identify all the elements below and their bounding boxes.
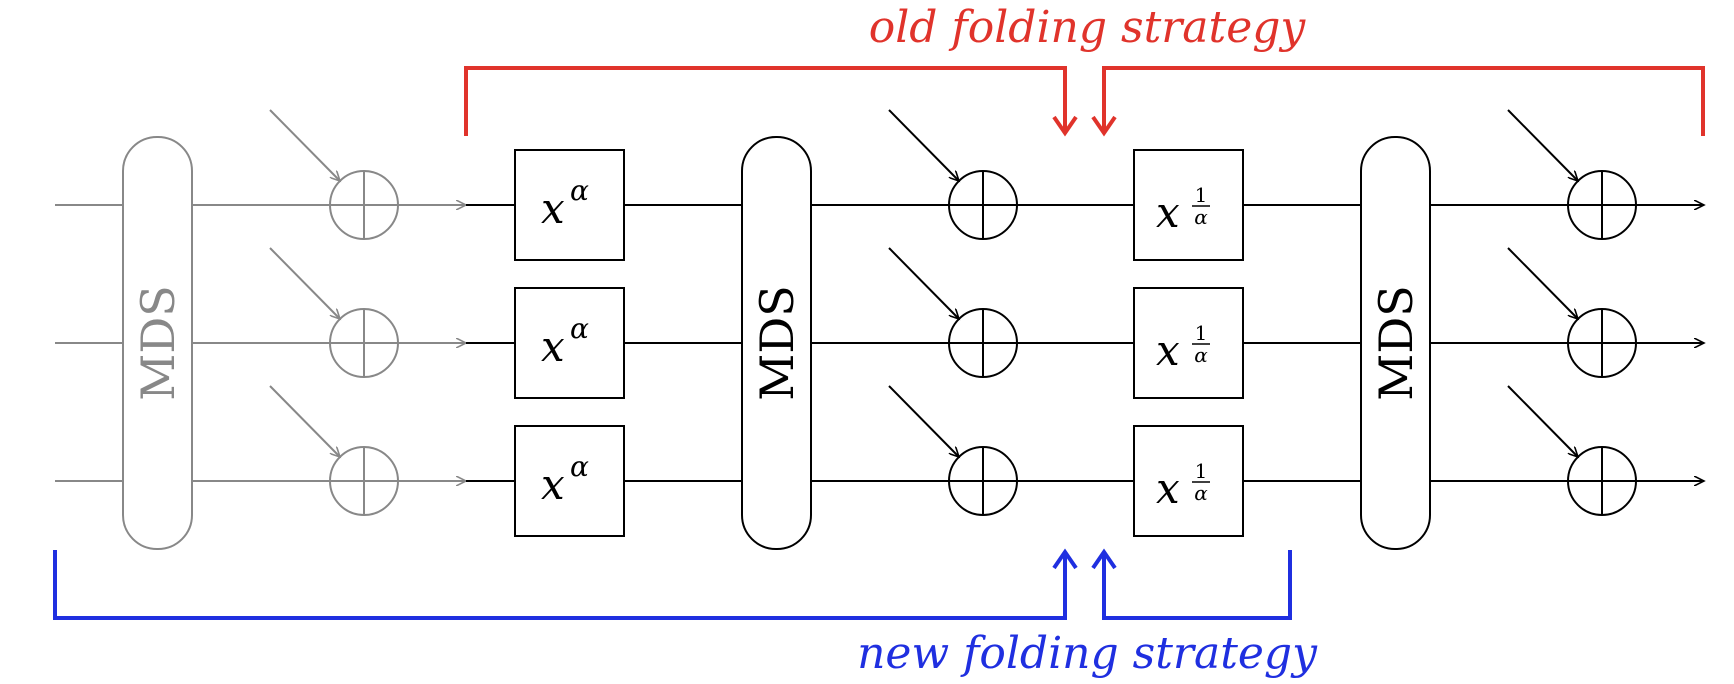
key-input-arrow [269,385,340,457]
old-strategy-bracket-right [1102,66,1705,136]
xor-icon [329,446,399,516]
power-label: x α [541,174,589,233]
svg-text:α: α [570,450,589,483]
svg-text:1: 1 [1195,321,1208,345]
mds-label-2: MDS [1369,285,1423,401]
old-strategy-brackets [464,66,1705,137]
key-input-arrow [269,109,340,181]
xor-icon [948,446,1018,516]
mds-block [741,136,812,550]
mds-block-faded [122,136,193,550]
xor-icon [948,170,1018,240]
new-strategy-arrowhead-right [1091,548,1117,570]
active-rounds [466,109,1704,550]
inverse-power-box-2 [1133,287,1244,399]
xor-icon [329,308,399,378]
old-strategy-bracket-left [464,66,1067,136]
inverse-power-label: x 1 α [1156,183,1210,237]
xor-icon [948,308,1018,378]
svg-text:x: x [541,460,565,509]
new-strategy-arrowhead-left [1052,548,1078,570]
xor-icon [1567,170,1637,240]
key-input-arrow [888,385,959,457]
key-input-arrow [1507,385,1578,457]
svg-text:x: x [541,184,565,233]
inverse-power-box-1 [1133,149,1244,261]
svg-text:α: α [570,174,589,207]
mds-label: MDS [750,285,804,401]
old-strategy-label: old folding strategy [869,2,1307,53]
svg-text:x: x [1156,188,1180,237]
xor-icon [329,170,399,240]
svg-text:α: α [1194,481,1208,505]
svg-text:1: 1 [1195,459,1208,483]
mds-block-2 [1360,136,1431,550]
svg-text:α: α [1194,205,1208,229]
power-box-1 [514,149,625,261]
xor-icon [1567,446,1637,516]
svg-text:α: α [570,312,589,345]
new-strategy-bracket-left [53,550,1067,620]
svg-text:x: x [1156,326,1180,375]
power-box-3 [514,425,625,537]
inverse-power-label: x 1 α [1156,321,1210,375]
old-strategy-arrowhead-left [1052,115,1078,137]
svg-text:x: x [1156,464,1180,513]
faded-round [55,109,466,550]
power-label: x α [541,312,589,371]
key-input-arrow [269,247,340,319]
key-input-arrow [1507,247,1578,319]
svg-text:1: 1 [1195,183,1208,207]
new-strategy-brackets [53,548,1292,620]
new-strategy-label: new folding strategy [857,628,1318,679]
key-input-arrow [888,247,959,319]
svg-text:x: x [541,322,565,371]
xor-icon [1567,308,1637,378]
key-input-arrow [1507,109,1578,181]
inverse-power-box-3 [1133,425,1244,537]
svg-text:α: α [1194,343,1208,367]
inverse-power-label: x 1 α [1156,459,1210,513]
new-strategy-bracket-right [1102,550,1292,620]
key-input-arrow [888,109,959,181]
power-box-2 [514,287,625,399]
old-strategy-arrowhead-right [1091,115,1117,137]
mds-label-faded: MDS [131,285,185,401]
power-label: x α [541,450,589,509]
